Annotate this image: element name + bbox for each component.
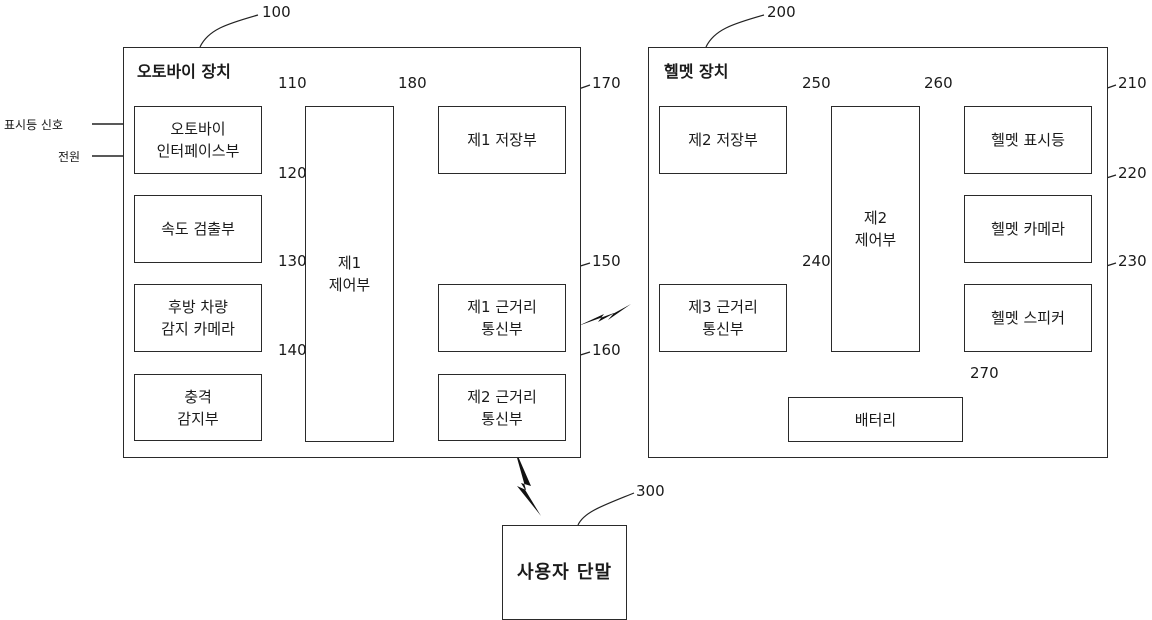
ref-240: 240 [802, 252, 831, 270]
rear-vehicle-detection-camera: 후방 차량 감지 카메라 [134, 284, 262, 352]
second-storage-unit: 제2 저장부 [659, 106, 787, 174]
ref-150: 150 [592, 252, 621, 270]
motorcycle-device-title: 오토바이 장치 [137, 62, 231, 81]
ref-170: 170 [592, 74, 621, 92]
speed-detection-unit: 속도 검출부 [134, 195, 262, 263]
ref-140: 140 [278, 341, 307, 359]
battery: 배터리 [788, 397, 963, 442]
ref-180: 180 [398, 74, 427, 92]
ref-120: 120 [278, 164, 307, 182]
first-controller: 제1 제어부 [305, 106, 394, 442]
second-short-range-comm-unit: 제2 근거리 통신부 [438, 374, 566, 441]
ref-300: 300 [636, 482, 665, 500]
first-storage-unit: 제1 저장부 [438, 106, 566, 174]
ref-230: 230 [1118, 252, 1147, 270]
indicator-signal-label: 표시등 신호 [4, 118, 64, 132]
first-short-range-comm-unit: 제1 근거리 통신부 [438, 284, 566, 352]
ref-220: 220 [1118, 164, 1147, 182]
helmet-speaker: 헬멧 스피커 [964, 284, 1092, 352]
third-short-range-comm-unit: 제3 근거리 통신부 [659, 284, 787, 352]
power-label: 전원 [58, 150, 81, 164]
ref-100: 100 [262, 3, 291, 21]
impact-detection-unit: 충격 감지부 [134, 374, 262, 441]
helmet-camera: 헬멧 카메라 [964, 195, 1092, 263]
helmet-device-title: 헬멧 장치 [664, 62, 729, 81]
ref-110: 110 [278, 74, 307, 92]
ref-130: 130 [278, 252, 307, 270]
user-terminal: 사용자 단말 [502, 525, 627, 620]
ref-260: 260 [924, 74, 953, 92]
wireless-link-comm2-terminal [514, 447, 541, 516]
ref-200: 200 [767, 3, 796, 21]
second-controller: 제2 제어부 [831, 106, 920, 352]
ref-210: 210 [1118, 74, 1147, 92]
ref-270: 270 [970, 364, 999, 382]
ref-250: 250 [802, 74, 831, 92]
wireless-link-comm1-comm3 [578, 304, 631, 326]
helmet-indicator-light: 헬멧 표시등 [964, 106, 1092, 174]
ref-160: 160 [592, 341, 621, 359]
motorcycle-interface-unit: 오토바이 인터페이스부 [134, 106, 262, 174]
